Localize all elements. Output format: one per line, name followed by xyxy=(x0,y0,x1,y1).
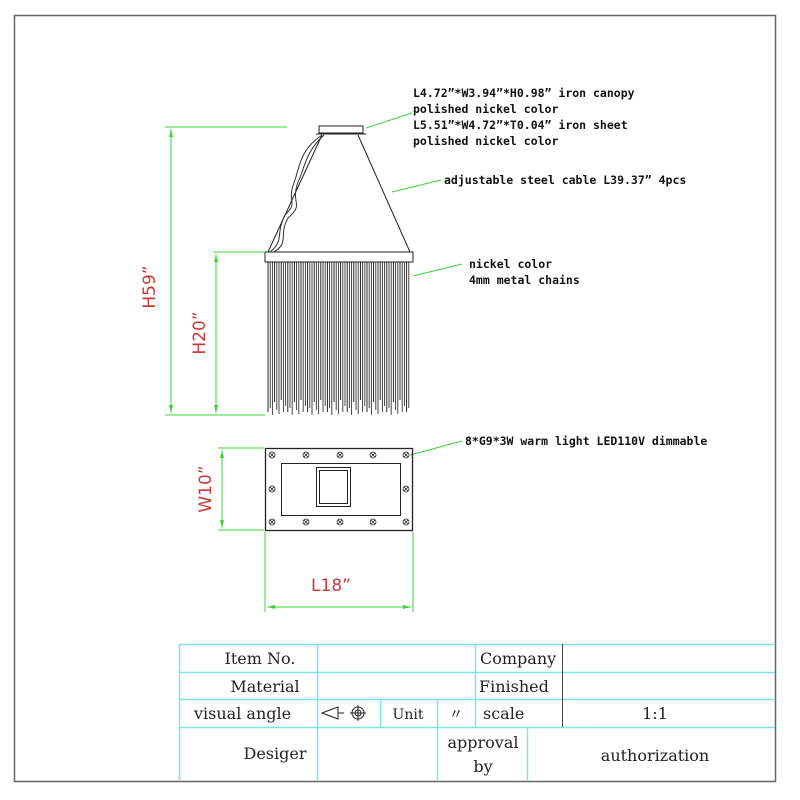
dimension-total-height: H59” xyxy=(140,265,160,308)
visual-angle-label: visual angle xyxy=(193,704,291,723)
note-chains-size: 4mm metal chains xyxy=(469,273,580,287)
bulb-marker-icon xyxy=(402,485,410,493)
note-sheet-finish: polished nickel color xyxy=(413,134,558,148)
leader-canopy xyxy=(365,112,413,129)
bulb-marker-icon xyxy=(302,451,310,459)
finished-label: Finished xyxy=(479,677,549,696)
note-cable: adjustable steel cable L39.37” 4pcs xyxy=(444,173,686,187)
item-no-label: Item No. xyxy=(225,649,296,668)
scale-value: 1:1 xyxy=(642,704,668,723)
note-canopy-finish: polished nickel color xyxy=(413,102,558,116)
steel-cable-right xyxy=(357,134,411,253)
chandelier-elevation xyxy=(264,125,414,415)
bulb-marker-icon xyxy=(336,518,344,526)
approval-label-line1: approval xyxy=(448,733,519,752)
dimension-lines: H59” H20” W10” L18” xyxy=(140,126,414,612)
scale-label: scale xyxy=(483,704,524,723)
bulb-marker-icon xyxy=(369,451,377,459)
designer-label: Desiger xyxy=(244,744,307,763)
dimension-width: W10” xyxy=(196,465,216,512)
company-label: Company xyxy=(480,649,556,668)
note-sheet-dimensions: L5.51”*W4.72”*T0.04” iron sheet xyxy=(413,118,628,132)
power-cord xyxy=(269,134,323,253)
dimension-body-height: H20” xyxy=(190,311,210,354)
bulb-marker-icon xyxy=(302,518,310,526)
material-label: Material xyxy=(230,677,299,696)
bulb-markers xyxy=(268,451,410,526)
bulb-marker-icon xyxy=(336,451,344,459)
note-bulbs: 8*G9*3W warm light LED110V dimmable xyxy=(465,434,707,448)
bulb-marker-icon xyxy=(268,451,276,459)
bulb-marker-icon xyxy=(268,518,276,526)
bulb-marker-icon xyxy=(402,518,410,526)
bulb-marker-icon xyxy=(402,451,410,459)
metal-chains xyxy=(267,262,410,415)
bulb-marker-icon xyxy=(268,485,276,493)
authorization-label: authorization xyxy=(601,746,709,765)
chain-ring xyxy=(264,251,414,263)
drawing-frame xyxy=(13,14,777,783)
bulb-marker-icon xyxy=(369,518,377,526)
canopy xyxy=(318,125,364,134)
note-chains-color: nickel color xyxy=(469,257,552,271)
title-block: Item No. Company Material Finished visua… xyxy=(178,643,775,781)
chandelier-plan-view xyxy=(264,447,414,532)
dimension-length: L18” xyxy=(311,576,351,596)
unit-label: Unit xyxy=(393,707,424,723)
annotations: L4.72”*W3.94”*H0.98” iron canopy polishe… xyxy=(365,86,707,456)
unit-value: 〃 xyxy=(449,707,463,723)
third-angle-projection-icon xyxy=(320,705,366,721)
steel-cable-left xyxy=(267,134,323,253)
note-canopy-dimensions: L4.72”*W3.94”*H0.98” iron canopy xyxy=(413,86,635,100)
approval-label-line2: by xyxy=(473,757,492,776)
